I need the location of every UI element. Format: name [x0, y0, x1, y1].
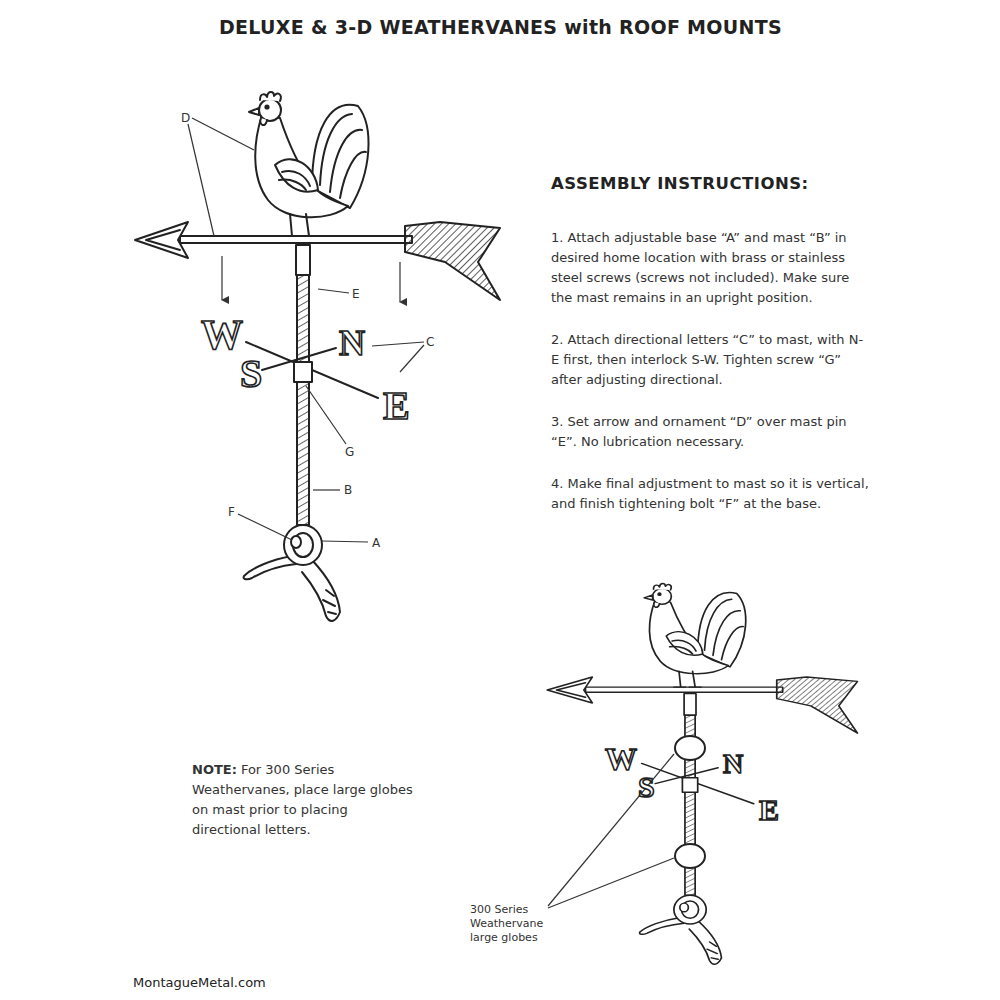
leader-line: [306, 386, 346, 444]
leader-line: [318, 289, 349, 293]
instruction-step: 1. Attach adjustable base “A” and mast “…: [551, 228, 869, 308]
note-label: NOTE:: [192, 762, 237, 777]
instruction-step: 3. Set arrow and ornament “D” over mast …: [551, 412, 869, 452]
down-arrow: [221, 256, 222, 300]
globe-label: 300 Series Weathervane large globes: [470, 903, 562, 945]
leader-line: [400, 345, 424, 372]
direction-letter: S: [638, 772, 655, 802]
direction-letter: S: [240, 354, 262, 394]
direction-letter: N: [723, 750, 743, 778]
instruction-step: 4. Make final adjustment to mast so it i…: [551, 474, 869, 514]
callout-letter: F: [228, 505, 235, 519]
direction-letter: N: [339, 325, 365, 361]
large-globe: [675, 844, 705, 868]
callout-letter: G: [345, 445, 354, 459]
callout-letter: B: [344, 483, 352, 497]
note-block: NOTE:For 300 Series Weathervanes, place …: [192, 760, 420, 840]
callout-letter: E: [352, 287, 360, 301]
section-heading: ASSEMBLY INSTRUCTIONS:: [551, 174, 809, 193]
down-arrow: [399, 262, 400, 302]
page-title: DELUXE & 3-D WEATHERVANES with ROOF MOUN…: [219, 16, 782, 38]
direction-letter: E: [759, 795, 779, 825]
direction-letter: W: [201, 314, 243, 356]
leader-line: [192, 118, 254, 150]
instruction-step: 2. Attach directional letters “C” to mas…: [551, 330, 869, 390]
large-globes: [675, 736, 705, 868]
leader-line: [372, 342, 424, 346]
callout-letter: D: [181, 111, 190, 125]
weathervane-main: [135, 92, 500, 621]
direction-letter: W: [605, 743, 637, 775]
leader-line: [548, 858, 674, 908]
leader-line: [313, 489, 340, 490]
weathervane-300-series: [547, 583, 857, 964]
leader-line: [322, 541, 368, 542]
callout-letter: C: [426, 335, 434, 349]
leader-line: [238, 514, 292, 540]
large-globe: [675, 736, 705, 760]
leader-line: [188, 124, 214, 236]
direction-letter: E: [383, 386, 410, 426]
website: MontagueMetal.com: [133, 975, 266, 990]
callout-letter: A: [372, 536, 380, 550]
